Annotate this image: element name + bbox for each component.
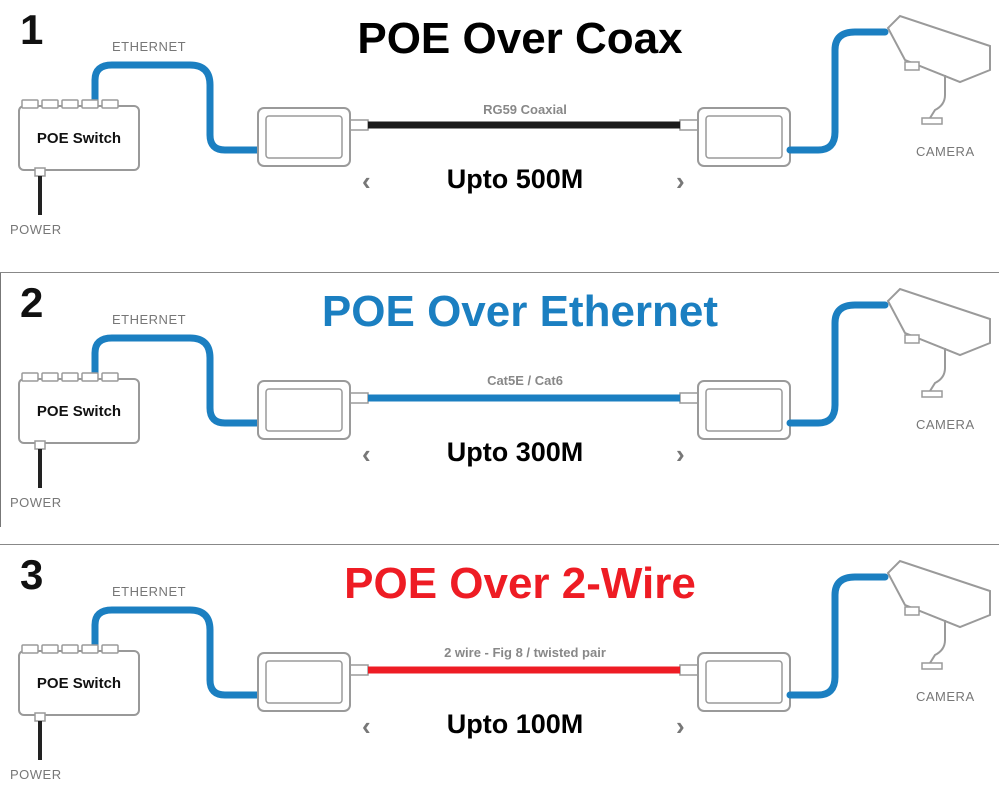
distance-label: Upto 100M [446, 709, 584, 739]
poe-switch-label: POE Switch [36, 129, 122, 147]
power-label: POWER [10, 222, 62, 237]
extender-face [265, 115, 343, 159]
extender-icon [257, 107, 351, 167]
panel-3: 3 POE Over 2-Wire ETHERNET POE Switch PO… [0, 545, 999, 800]
power-connector [34, 712, 46, 722]
power-connector [34, 167, 46, 177]
switch-port [81, 644, 99, 654]
extender-icon [697, 107, 791, 167]
left-chevron-icon: ‹ [362, 166, 371, 196]
connector [679, 664, 699, 676]
connector [349, 119, 369, 131]
switch-port [21, 99, 39, 109]
distance-label: Upto 500M [446, 164, 584, 194]
connector [349, 392, 369, 404]
poe-switch-label: POE Switch [36, 674, 122, 692]
panel-2: 2 POE Over Ethernet ETHERNET POE Switch … [0, 273, 999, 544]
panel-title: POE Over Coax [357, 14, 683, 63]
left-chevron-icon: ‹ [362, 711, 371, 741]
left-border [0, 273, 1, 527]
camera-icon [886, 559, 991, 670]
right-chevron-icon: › [676, 439, 685, 469]
switch-port [101, 644, 119, 654]
poe-switch: POE Switch [18, 105, 140, 171]
camera-icon [886, 14, 991, 125]
switch-port [41, 372, 59, 382]
extender-face [705, 388, 783, 432]
panel-title: POE Over 2-Wire [344, 559, 696, 608]
switch-port [101, 99, 119, 109]
diagram-art [21, 287, 991, 488]
right-chevron-icon: › [676, 711, 685, 741]
left-chevron-icon: ‹ [362, 439, 371, 469]
camera-label: CAMERA [916, 689, 975, 704]
switch-port [81, 99, 99, 109]
switch-port [21, 372, 39, 382]
power-label: POWER [10, 495, 62, 510]
switch-port [61, 99, 79, 109]
distance-label: Upto 300M [446, 437, 584, 467]
poe-switch-label: POE Switch [36, 402, 122, 420]
switch-port [101, 372, 119, 382]
extender-icon [257, 652, 351, 712]
camera-cable [786, 573, 889, 699]
power-connector [34, 440, 46, 450]
extender-face [265, 388, 343, 432]
ethernet-label: ETHERNET [112, 39, 187, 54]
extender-face [265, 660, 343, 704]
switch-port [21, 644, 39, 654]
poe-switch: POE Switch [18, 378, 140, 444]
panel-number: 3 [20, 551, 44, 598]
connector [679, 119, 699, 131]
camera-label: CAMERA [916, 144, 975, 159]
camera-cable [786, 28, 889, 154]
extender-icon [697, 380, 791, 440]
extender-icon [257, 380, 351, 440]
panel-number: 2 [20, 279, 44, 326]
switch-port [41, 644, 59, 654]
panel-number: 1 [20, 6, 44, 53]
ethernet-cable [91, 334, 262, 427]
camera-cable [786, 301, 889, 427]
diagram-art [21, 14, 991, 215]
ethernet-cable [91, 606, 262, 699]
camera-label: CAMERA [916, 417, 975, 432]
cable-label: RG59 Coaxial [483, 102, 567, 117]
switch-port [41, 99, 59, 109]
switch-port [61, 372, 79, 382]
cable-label: 2 wire - Fig 8 / twisted pair [444, 645, 606, 660]
switch-port [61, 644, 79, 654]
diagram-art [21, 559, 991, 760]
extender-face [705, 660, 783, 704]
extender-icon [697, 652, 791, 712]
ethernet-cable [91, 61, 262, 154]
camera-icon [886, 287, 991, 398]
panel-1: 1 POE Over Coax ETHERNET POE Switch POWE… [0, 0, 999, 272]
right-chevron-icon: › [676, 166, 685, 196]
divider [0, 272, 999, 273]
cable-label: Cat5E / Cat6 [487, 373, 563, 388]
connector [679, 392, 699, 404]
panel-title: POE Over Ethernet [321, 287, 719, 336]
power-label: POWER [10, 767, 62, 782]
divider [0, 544, 999, 545]
poe-switch: POE Switch [18, 650, 140, 716]
ethernet-label: ETHERNET [112, 584, 187, 599]
extender-face [705, 115, 783, 159]
ethernet-label: ETHERNET [112, 312, 187, 327]
connector [349, 664, 369, 676]
switch-port [81, 372, 99, 382]
